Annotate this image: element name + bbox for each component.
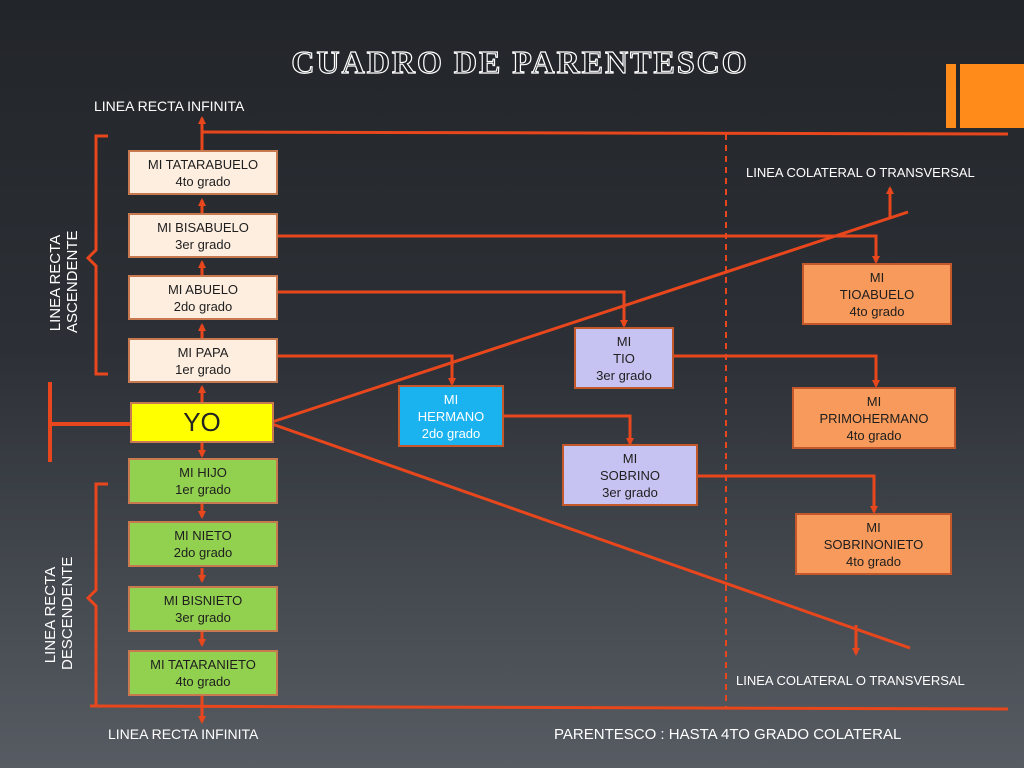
box-prefix: MI bbox=[866, 393, 882, 409]
box-name: MI PAPA bbox=[177, 344, 229, 360]
arrow-tio-primohermano bbox=[674, 354, 880, 388]
box-name: MI TATARABUELO bbox=[147, 156, 259, 172]
box-sobrinonieto: MI SOBRINONIETO 4to grado bbox=[795, 513, 952, 575]
descendente-line-1: LINEA RECTA bbox=[42, 566, 59, 664]
descendente-bracket bbox=[85, 482, 108, 706]
accent-bar-thin bbox=[946, 64, 956, 128]
label-ascendente: LINEA RECTA ASCENDENTE bbox=[47, 230, 81, 333]
box-tatarabuelo: MI TATARABUELO 4to grado bbox=[128, 150, 278, 195]
ascendente-line-1: LINEA RECTA bbox=[47, 234, 64, 332]
box-grade: 3er grado bbox=[175, 236, 231, 252]
box-name: MI TATARANIETO bbox=[150, 657, 256, 672]
arrow-papa-hermano bbox=[276, 354, 456, 386]
box-tio: MI TIO 3er grado bbox=[574, 327, 674, 389]
box-abuelo: MI ABUELO 2do grado bbox=[128, 275, 278, 320]
ascendente-line-2: ASCENDENTE bbox=[64, 230, 81, 333]
box-name: SOBRINONIETO bbox=[823, 536, 924, 552]
box-yo: YO bbox=[130, 402, 274, 443]
box-grade: 3er grado bbox=[175, 610, 231, 625]
box-grade: 4to grado bbox=[175, 674, 231, 689]
label-bottom-infinite: LINEA RECTA INFINITA bbox=[108, 726, 259, 742]
box-grade: 3er grado bbox=[602, 484, 658, 500]
box-name: MI NIETO bbox=[174, 528, 232, 543]
accent-bar-thick bbox=[960, 64, 1024, 128]
arrow-hermano-sobrino bbox=[504, 414, 634, 446]
box-prefix: MI bbox=[622, 450, 638, 466]
box-name: PRIMOHERMANO bbox=[819, 410, 929, 426]
box-prefix: MI bbox=[443, 391, 459, 407]
arrow-bisabuelo-tioabuelo bbox=[276, 234, 880, 264]
box-grade: 4to grado bbox=[846, 553, 901, 569]
arrow-sobrino-sobrinonieto bbox=[698, 474, 878, 514]
box-grade: 4to grado bbox=[849, 303, 905, 319]
label-collateral-top: LINEA COLATERAL O TRANSVERSAL bbox=[746, 165, 975, 180]
box-grade: 2do grado bbox=[173, 298, 233, 314]
box-grade: 3er grado bbox=[596, 367, 652, 383]
box-prefix: MI bbox=[866, 519, 881, 535]
diagonal-lower bbox=[271, 422, 911, 650]
box-name: SOBRINO bbox=[600, 467, 660, 483]
ascendente-bracket bbox=[85, 134, 108, 376]
yo-label: YO bbox=[183, 407, 221, 437]
box-grade: 2do grado bbox=[421, 425, 481, 441]
box-name: HERMANO bbox=[417, 408, 485, 424]
arrow-abuelo-tio bbox=[276, 290, 628, 328]
label-descendente: LINEA RECTA DESCENDENTE bbox=[42, 556, 76, 670]
top-horizontal-line bbox=[201, 130, 1009, 136]
box-name: MI HIJO bbox=[179, 465, 227, 480]
box-papa: MI PAPA 1er grado bbox=[128, 338, 278, 383]
box-name: TIO bbox=[613, 350, 635, 366]
box-bisabuelo: MI BISABUELO 3er grado bbox=[128, 213, 278, 258]
box-bisnieto: MI BISNIETO 3er grado bbox=[128, 586, 278, 632]
diagonal-upper bbox=[271, 210, 909, 424]
descendente-line-2: DESCENDENTE bbox=[59, 556, 76, 670]
box-grade: 2do grado bbox=[173, 545, 233, 560]
footer-note: PARENTESCO : HASTA 4TO GRADO COLATERAL bbox=[554, 726, 902, 743]
label-top-infinite: LINEA RECTA INFINITA bbox=[94, 98, 245, 114]
box-sobrino: MI SOBRINO 3er grado bbox=[562, 444, 698, 506]
box-tioabuelo: MI TIOABUELO 4to grado bbox=[802, 263, 952, 325]
box-name: TIOABUELO bbox=[839, 286, 915, 302]
box-name: MI ABUELO bbox=[167, 281, 239, 297]
box-hermano: MI HERMANO 2do grado bbox=[398, 385, 504, 447]
label-collateral-bottom: LINEA COLATERAL O TRANSVERSAL bbox=[736, 673, 965, 688]
box-name: MI BISABUELO bbox=[157, 219, 249, 235]
box-grade: 1er grado bbox=[175, 482, 231, 497]
box-tataranieto: MI TATARANIETO 4to grado bbox=[128, 650, 278, 696]
box-name: MI BISNIETO bbox=[163, 593, 243, 608]
box-prefix: MI bbox=[869, 269, 885, 285]
box-prefix: MI bbox=[616, 333, 632, 349]
page-title: CUADRO DE PARENTESCO bbox=[291, 43, 749, 80]
box-grade: 4to grado bbox=[175, 173, 231, 189]
box-nieto: MI NIETO 2do grado bbox=[128, 521, 278, 567]
bottom-horizontal-line bbox=[89, 704, 1009, 711]
box-grade: 1er grado bbox=[175, 361, 231, 377]
box-primohermano: MI PRIMOHERMANO 4to grado bbox=[792, 387, 956, 449]
box-grade: 4to grado bbox=[846, 427, 902, 443]
box-hijo: MI HIJO 1er grado bbox=[128, 458, 278, 504]
